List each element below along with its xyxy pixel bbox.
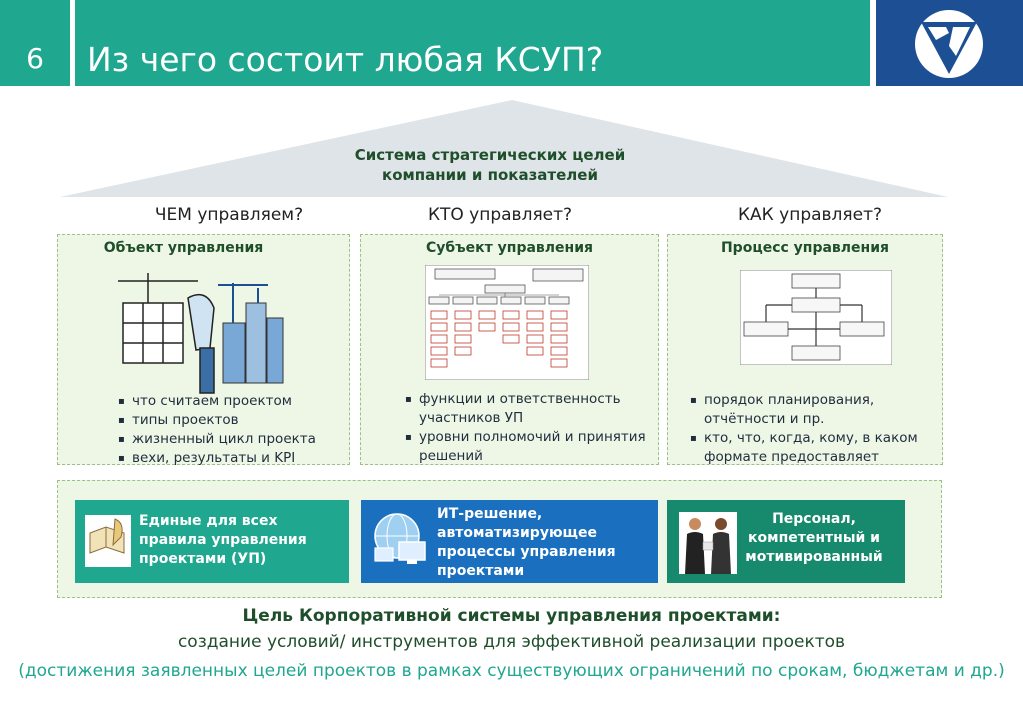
- bullets-process: порядок планирования, отчётности и пр. к…: [688, 391, 938, 467]
- list-item: жизненный цикл проекта: [116, 430, 346, 449]
- company-logo-icon: [915, 10, 983, 78]
- goal-note: (достижения заявленных целей проектов в …: [0, 658, 1023, 684]
- business-people-icon: [679, 512, 737, 574]
- list-item: типы проектов: [116, 411, 346, 430]
- construction-workers-illustration-icon: [118, 273, 284, 394]
- foundation-staff-text: Персонал, компетентный и мотивированный: [745, 511, 883, 565]
- goal-note-text: (достижения заявленных целей проектов в …: [18, 661, 1005, 681]
- question-who: КТО управляет?: [427, 205, 573, 225]
- foundation-it-text: ИТ-решение, автоматизирующее процессы уп…: [437, 506, 616, 579]
- panel-subject: Субъект управления функции и ответственн…: [360, 234, 659, 465]
- page-title: Из чего состоит любая КСУП?: [87, 40, 604, 79]
- slide-number: 6: [26, 42, 44, 75]
- panel-title-subject: Субъект управления: [425, 240, 594, 256]
- panel-title-process: Процесс управления: [720, 240, 890, 256]
- foundation-it-box: ИТ-решение, автоматизирующее процессы уп…: [361, 500, 658, 583]
- foundation-staff-box: Персонал, компетентный и мотивированный: [667, 500, 905, 583]
- roof-text: Система стратегических целей компании и …: [230, 145, 750, 185]
- panel-object: Объект управления что считаем проектом т…: [57, 234, 350, 468]
- foundation-rules-box: Единые для всех правила управления проек…: [75, 500, 349, 583]
- process-flow-diagram-icon: [740, 270, 892, 365]
- list-item: что считаем проектом: [116, 392, 346, 411]
- org-chart-diagram-icon: [425, 265, 589, 380]
- bullets-object: что считаем проектом типы проектов жизне…: [116, 392, 346, 468]
- roof-triangle: [60, 100, 948, 197]
- title-bar: Из чего состоит любая КСУП?: [75, 0, 870, 86]
- question-what: ЧЕМ управляем?: [154, 205, 304, 225]
- list-item: уровни полномочий и принятия решений: [403, 428, 653, 466]
- panel-process: Процесс управления порядок планирования,…: [667, 234, 943, 465]
- logo-box: [876, 0, 1023, 86]
- list-item: вехи, результаты и KPI: [116, 449, 346, 468]
- goal-title: Цель Корпоративной системы управления пр…: [242, 606, 781, 626]
- slide-number-box: 6: [0, 0, 70, 86]
- book-quill-icon: [85, 515, 131, 567]
- roof-line-1: Система стратегических целей: [354, 146, 626, 164]
- list-item: кто, что, когда, кому, в каком формате п…: [688, 429, 938, 467]
- bullets-subject: функции и ответственность участников УП …: [403, 390, 653, 466]
- roof-line-2: компании и показателей: [382, 166, 598, 184]
- list-item: функции и ответственность участников УП: [403, 390, 653, 428]
- foundation-rules-text: Единые для всех правила управления проек…: [139, 513, 307, 567]
- question-how: КАК управляет?: [737, 205, 883, 225]
- panel-title-object: Объект управления: [103, 240, 264, 256]
- goal-description: создание условий/ инструментов для эффек…: [177, 632, 846, 652]
- computer-network-icon: [374, 513, 426, 564]
- list-item: порядок планирования, отчётности и пр.: [688, 391, 938, 429]
